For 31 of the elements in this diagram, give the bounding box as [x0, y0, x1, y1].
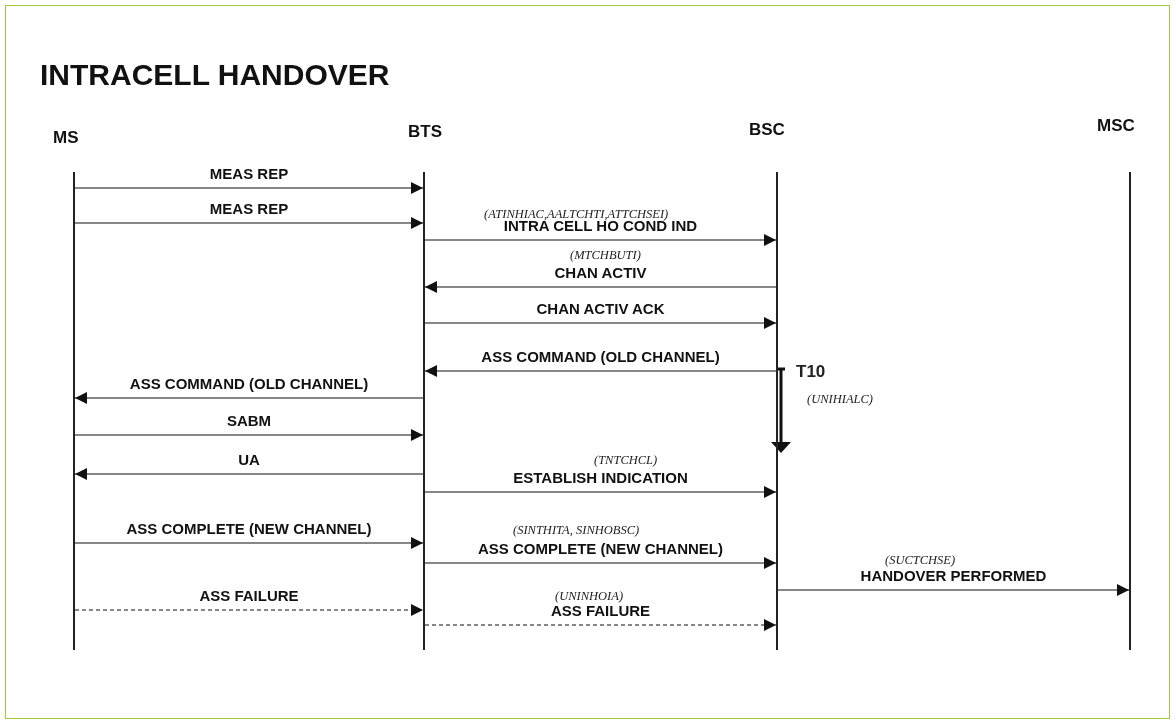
- counter-name: (SINTHITA, SINHOBSC): [513, 523, 640, 537]
- edge-label: ASS COMMAND (OLD CHANNEL): [127, 375, 371, 392]
- counter-name: (TNTCHCL): [594, 453, 658, 467]
- message-arrow: [74, 429, 424, 441]
- counter-name: (MTCHBUTI): [570, 248, 641, 262]
- message-arrow: [74, 217, 424, 229]
- message-arrow: [424, 365, 777, 377]
- lifeline-header: MSC: [1097, 116, 1135, 136]
- counter-name: (UNINHOIA): [555, 589, 624, 603]
- lifeline-header: BTS: [408, 122, 442, 142]
- edge-label: ASS COMMAND (OLD CHANNEL): [479, 348, 722, 365]
- message-arrow: [424, 557, 777, 569]
- edge-label: ASS COMPLETE (NEW CHANNEL): [476, 540, 725, 557]
- diagram-title: INTRACELL HANDOVER: [40, 58, 390, 92]
- message-arrow: [74, 468, 424, 480]
- message-arrow: [424, 317, 777, 329]
- message-arrow: [777, 584, 1130, 596]
- message-arrow: [74, 604, 424, 616]
- message-arrow: [74, 182, 424, 194]
- message-arrow: [424, 486, 777, 498]
- message-arrow: [74, 392, 424, 404]
- counter-name: (UNIHIALC): [807, 392, 873, 406]
- message-arrow: [424, 234, 777, 246]
- edge-label: ASS COMPLETE (NEW CHANNEL): [124, 520, 374, 537]
- message-arrow: [74, 537, 424, 549]
- lifeline-header: BSC: [749, 120, 785, 140]
- lifeline-header: MS: [53, 128, 79, 148]
- counter-name: (SUCTCHSE): [885, 553, 956, 567]
- message-arrow: [424, 281, 777, 293]
- timer-label: T10: [796, 362, 826, 381]
- message-arrow: [424, 619, 777, 631]
